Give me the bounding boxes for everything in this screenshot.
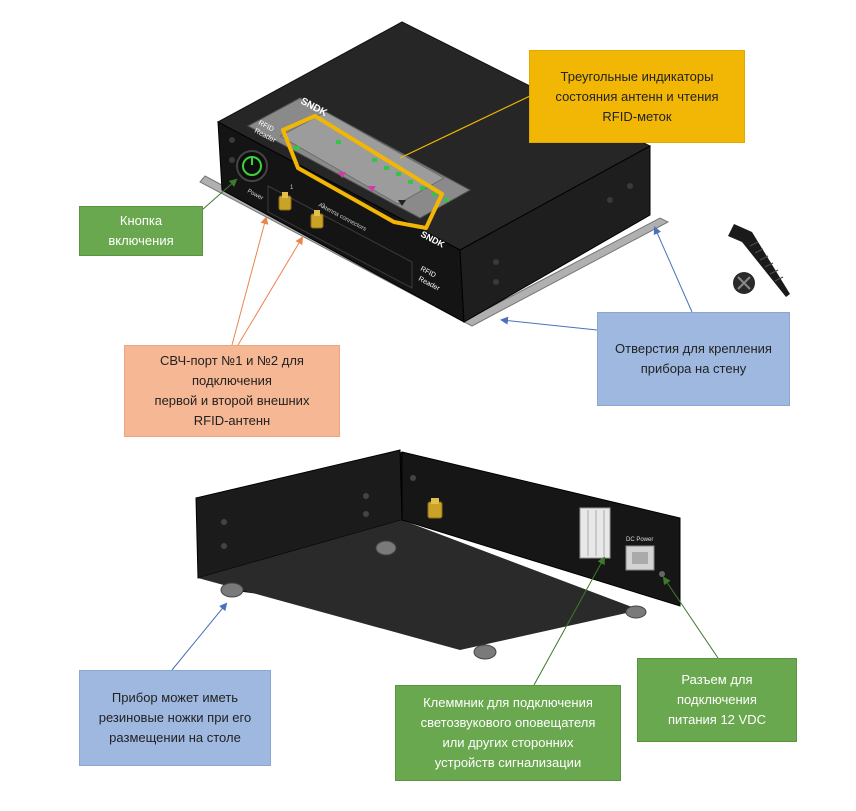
arrow-terminal-block [533,556,605,686]
terminal-block [579,507,611,559]
callout-dc-connector: Разъем для подключения питания 12 VDC [637,658,797,742]
indicators-highlight [281,114,444,230]
callout-power-button: Кнопка включения [79,206,203,256]
arrow-indicators [399,95,531,159]
port-number-1: 1 [290,185,294,191]
status-leds [294,140,449,202]
rear-sma-connector [427,498,443,519]
antenna-connector-panel [267,185,413,289]
callout-rubber-feet: Прибор может иметь резиновые ножки при е… [79,670,271,766]
arrow-rubber-feet [171,602,228,671]
arrow-mount-hole-1 [653,226,693,313]
device-front-view: SNDK RFID Reader Power Antenna connector… [199,21,670,327]
triangle-indicator-2 [368,186,376,192]
triangle-indicator-3 [398,200,406,206]
rubber-feet [220,540,647,660]
callout-rf-ports: СВЧ-порт №1 и №2 для подключения первой … [124,345,340,437]
rear-bottom-plate [198,520,640,650]
port-number-2: 2 [322,204,326,210]
arrow-dc-connector [662,576,719,659]
callout-mount-holes: Отверстия для крепления прибора на стену [597,312,790,406]
arrow-power-button [201,178,238,211]
arrow-rf-port-1 [231,216,269,346]
dc-power-label: DC Power [626,537,653,543]
rear-screws [221,475,416,549]
dc-power-socket: DC Power [625,537,665,577]
power-button [236,150,268,182]
callout-triangle-indicators: Треугольные индикаторы состояния антенн … [529,50,745,143]
rear-back-face [401,451,681,607]
arrow-rf-port-2 [237,236,304,346]
triangle-indicator-1 [338,172,346,178]
callout-terminal-block: Клеммник для подключения светозвукового … [395,685,621,781]
device-rear-view: DC Power [195,449,681,660]
sma-connector-1 [278,192,292,211]
side-screws [229,137,633,285]
sma-connector-2 [310,210,324,229]
screw-icon [728,224,790,297]
arrow-mount-hole-2 [500,316,598,331]
device-side-face [459,145,651,323]
